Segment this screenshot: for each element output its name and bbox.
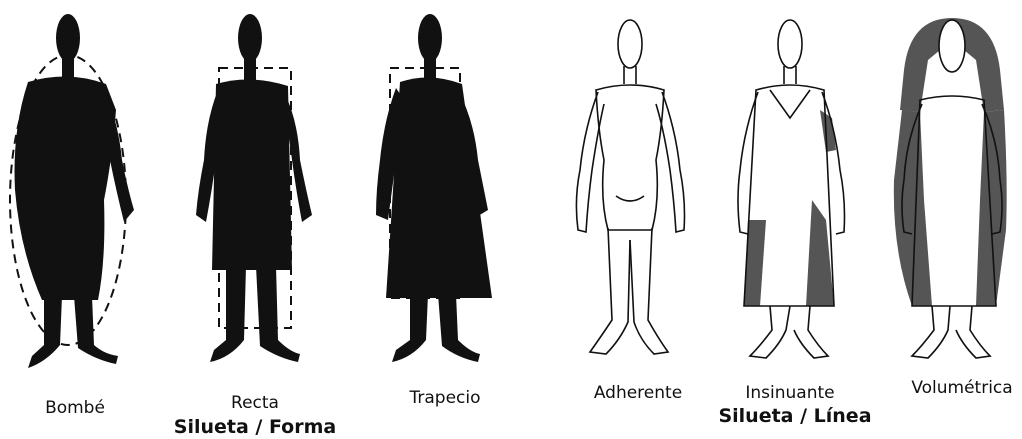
figure-recta (196, 14, 312, 362)
figure-bombe (10, 14, 134, 368)
label-bombe: Bombé (45, 398, 105, 418)
figure-volumetrica (894, 18, 1007, 358)
label-adherente: Adherente (594, 383, 682, 403)
group-title-forma: Silueta / Forma (174, 416, 336, 438)
group-title-linea: Silueta / Línea (718, 405, 871, 427)
label-trapecio: Trapecio (409, 388, 480, 408)
recta-body (196, 14, 312, 362)
trapecio-body (376, 14, 492, 362)
label-recta: Recta (231, 393, 279, 413)
figure-insinuante (738, 20, 845, 358)
insinuante-shading (744, 110, 836, 306)
figure-trapecio (376, 14, 492, 362)
label-volumetrica: Volumétrica (911, 378, 1012, 398)
figure-adherente (576, 20, 684, 354)
label-insinuante: Insinuante (745, 383, 834, 403)
